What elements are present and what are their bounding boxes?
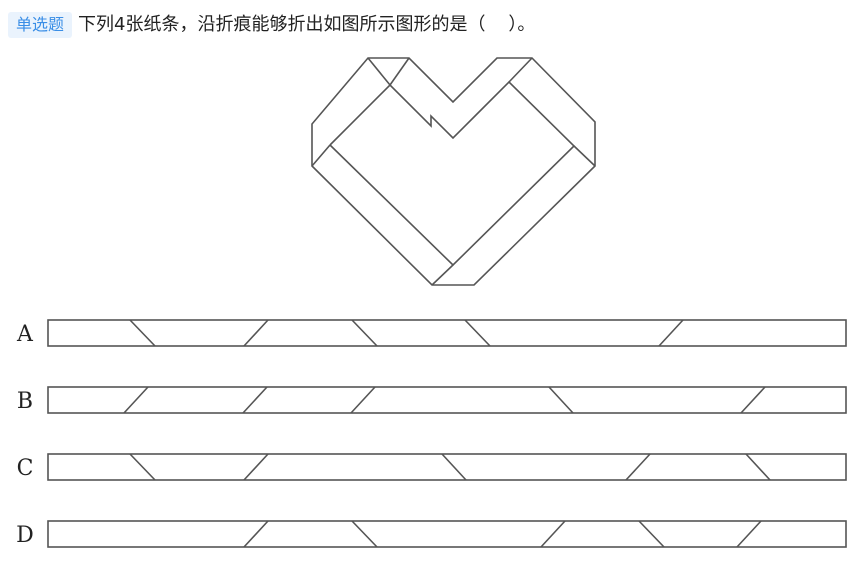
strip-a[interactable] (47, 319, 847, 347)
question-type-badge: 单选题 (8, 12, 73, 38)
strip-b-crease-2 (242, 386, 268, 414)
strip-d-crease-4 (638, 520, 665, 548)
strip-a-crease-4 (464, 319, 491, 347)
strip-b-crease-3 (350, 386, 376, 414)
question-header: 单选题 下列4张纸条，沿折痕能够折出如图所示图形的是（ ）。 (8, 12, 535, 38)
strip-a-crease-3 (351, 319, 378, 347)
strip-c-crease-2 (243, 453, 269, 481)
heart-inner-edge (329, 80, 576, 267)
option-b-label[interactable]: B (16, 389, 34, 414)
strip-c-crease-5 (745, 453, 771, 481)
strip-b[interactable] (47, 386, 847, 414)
strip-a-crease-5 (658, 319, 684, 347)
heart-fold-left (311, 144, 331, 167)
strip-b-crease-1 (123, 386, 149, 414)
strip-d-crease-2 (351, 520, 378, 548)
heart-fold-upper-left (389, 57, 410, 86)
strip-options (47, 319, 847, 548)
strip-d-crease-5 (736, 520, 762, 548)
heart-fold-left-top (367, 57, 391, 86)
strip-c-crease-3 (441, 453, 467, 481)
strip-d[interactable] (47, 520, 847, 548)
option-d-label[interactable]: D (16, 523, 34, 548)
question-text: 下列4张纸条，沿折痕能够折出如图所示图形的是（ ）。 (78, 14, 536, 35)
strip-a-crease-1 (129, 319, 156, 347)
strip-c-crease-1 (129, 453, 156, 481)
strip-b-crease-4 (548, 386, 574, 414)
heart-fold-upper-right (508, 57, 533, 83)
heart-fold-bottom (431, 264, 454, 286)
strip-b-crease-5 (740, 386, 766, 414)
strip-d-crease-1 (243, 520, 269, 548)
strip-d-crease-3 (540, 520, 566, 548)
option-a-label[interactable]: A (17, 322, 33, 347)
heart-fold-right (573, 145, 596, 167)
heart-figure (311, 57, 596, 286)
strip-c-crease-4 (625, 453, 651, 481)
strip-a-crease-2 (243, 319, 269, 347)
strip-c[interactable] (47, 453, 847, 481)
option-c-label[interactable]: C (16, 456, 34, 481)
heart-outline (311, 57, 596, 286)
